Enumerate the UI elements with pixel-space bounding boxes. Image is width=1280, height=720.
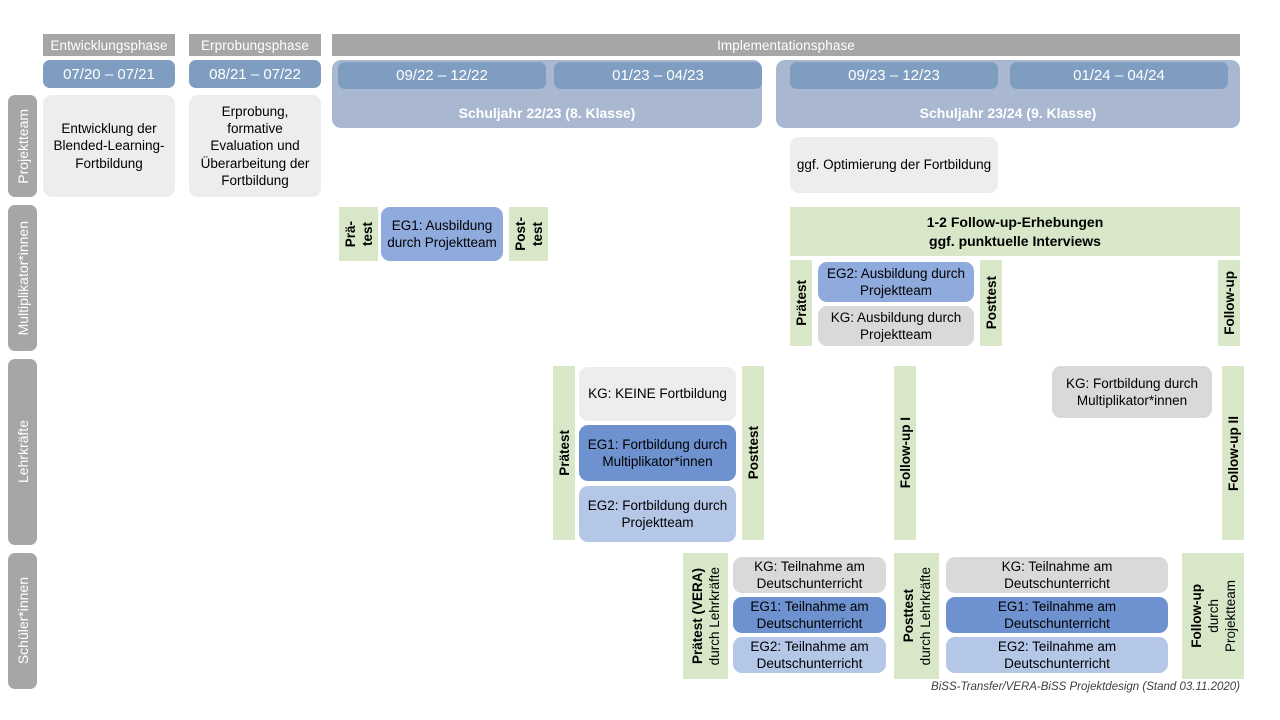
posttest-label: Posttest [983, 276, 999, 330]
praetest-label: Prätest [793, 280, 809, 326]
praetest-vera-sublabel: durch Lehrkräfte [706, 566, 722, 666]
praetest-line-2: test [359, 221, 375, 246]
schueler-praetest-vera: Prätest (VERA) durch Lehrkräfte [683, 553, 728, 679]
box-entwicklung-fortbildung: Entwicklung der Blended-Learning-Fortbil… [43, 95, 175, 197]
date-bar-0720-0721: 07/20 – 07/21 [43, 60, 175, 88]
date-bar-0923-1223: 09/23 – 12/23 [790, 62, 998, 89]
sidebar-label-multiplikatoren: Multiplikator*innen [14, 220, 31, 336]
lehrkraefte-followup-2: Follow-up II [1222, 366, 1244, 540]
sidebar-label-lehrkraefte: Lehrkräfte [14, 420, 31, 484]
followup-1-label: Follow-up I [897, 417, 913, 489]
sidebar-item-multiplikatoren: Multiplikator*innen [8, 205, 37, 351]
lehrkraefte-followup-1: Follow-up I [894, 366, 916, 540]
schueler-followup: Follow-up durch Projektteam [1182, 553, 1244, 679]
box-schueler2-eg2: EG2: Teilnahme am Deutschunterricht [946, 637, 1168, 673]
followup-sublabel-1: durch [1205, 599, 1221, 633]
multiplikatoren-followup: Follow-up [1218, 260, 1240, 346]
box-kg-fortbildung-multiplikatoren: KG: Fortbildung durch Multiplikator*inne… [1052, 366, 1212, 418]
box-schueler2-eg1: EG1: Teilnahme am Deutschunterricht [946, 597, 1168, 633]
lehrkraefte-praetest: Prätest [553, 366, 575, 540]
box-schueler1-eg1: EG1: Teilnahme am Deutschunterricht [733, 597, 886, 633]
sidebar-item-schueler: Schüler*innen [8, 553, 37, 689]
date-bar-0821-0722: 08/21 – 07/22 [189, 60, 321, 88]
lehrkraefte-posttest: Posttest [742, 366, 764, 540]
multiplikatoren-posttest-2022: Post- test [509, 207, 548, 261]
box-schueler2-kg: KG: Teilnahme am Deutschunterricht [946, 557, 1168, 593]
followup-sublabel-2: Projektteam [1222, 579, 1238, 653]
box-eg1-ausbildung-projektteam: EG1: Ausbildung durch Projektteam [381, 207, 503, 261]
date-bar-0123-0423: 01/23 – 04/23 [554, 62, 762, 89]
sidebar-label-projektteam: Projektteam [14, 108, 31, 184]
multiplikatoren-posttest-2023: Posttest [980, 260, 1002, 346]
multiplikatoren-praetest-2023: Prätest [790, 260, 812, 346]
box-kg-ausbildung-projektteam: KG: Ausbildung durch Projektteam [818, 306, 974, 346]
phase-header-entwicklung: Entwicklungsphase [43, 34, 175, 56]
sidebar-label-schueler: Schüler*innen [14, 577, 31, 665]
phase-header-erprobung: Erprobungsphase [189, 34, 321, 56]
praetest-line-1: Prä- [342, 220, 358, 248]
box-kg-keine-fortbildung: KG: KEINE Fortbildung [579, 367, 736, 421]
box-eg2-ausbildung-projektteam: EG2: Ausbildung durch Projektteam [818, 262, 974, 302]
posttest-sublabel: durch Lehrkräfte [917, 566, 933, 666]
sidebar-item-lehrkraefte: Lehrkräfte [8, 359, 37, 545]
followup-2-label: Follow-up II [1225, 415, 1241, 491]
praetest-vera-label: Prätest (VERA) [689, 567, 705, 665]
posttest-line-2: test [529, 221, 545, 246]
multiplikatoren-praetest-2022: Prä- test [339, 207, 378, 261]
box-optimierung-fortbildung: ggf. Optimierung der Fortbildung [790, 137, 998, 193]
followup-band-line-2: ggf. punktuelle Interviews [929, 232, 1101, 249]
band-followup-erhebungen: 1-2 Follow-up-Erhebungen ggf. punktuelle… [790, 207, 1240, 256]
box-schueler1-kg: KG: Teilnahme am Deutschunterricht [733, 557, 886, 593]
phase-header-implementation: Implementationsphase [332, 34, 1240, 56]
followup-label: Follow-up [1221, 271, 1237, 335]
date-bar-0124-0424: 01/24 – 04/24 [1010, 62, 1228, 89]
box-eg2-fortbildung-projektteam: EG2: Fortbildung durch Projektteam [579, 486, 736, 542]
box-erprobung-evaluation: Erprobung, formative Evaluation und Über… [189, 95, 321, 197]
posttest-label: Posttest [900, 589, 916, 643]
sidebar-item-projektteam: Projektteam [8, 95, 37, 197]
posttest-line-1: Post- [512, 217, 528, 251]
schueler-posttest: Posttest durch Lehrkräfte [894, 553, 939, 679]
followup-band-line-1: 1-2 Follow-up-Erhebungen [926, 213, 1104, 230]
followup-label: Follow-up [1188, 584, 1204, 648]
box-schueler1-eg2: EG2: Teilnahme am Deutschunterricht [733, 637, 886, 673]
box-eg1-fortbildung-multiplikatoren: EG1: Fortbildung durch Multiplikator*inn… [579, 425, 736, 481]
date-bar-0922-1222: 09/22 – 12/22 [338, 62, 546, 89]
posttest-label: Posttest [745, 426, 761, 480]
footer-caption: BiSS-Transfer/VERA-BiSS Projektdesign (S… [931, 681, 1240, 693]
praetest-label: Prätest [556, 430, 572, 476]
